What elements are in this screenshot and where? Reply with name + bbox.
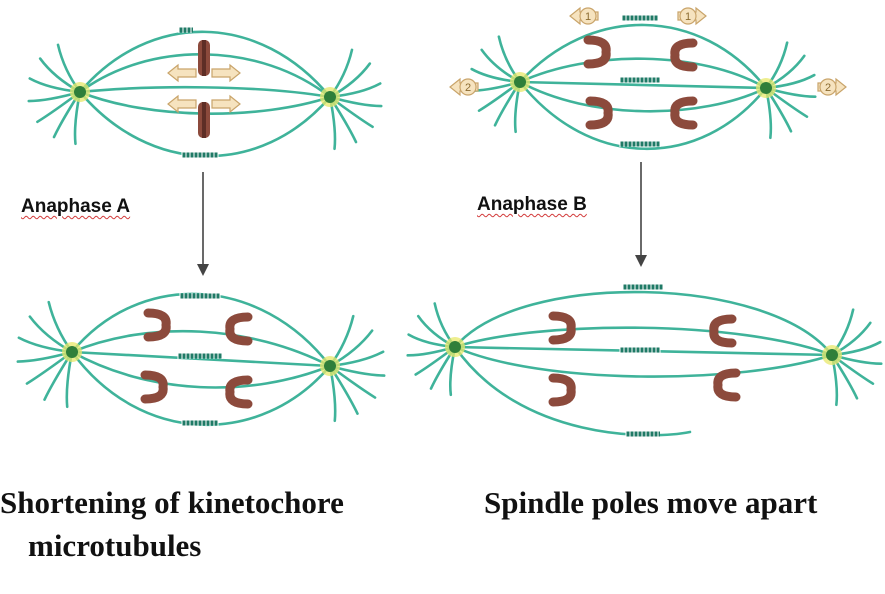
anaphase-a-after-spindle bbox=[16, 292, 386, 427]
anaphase-a-label: Anaphase A bbox=[21, 196, 131, 217]
midzone-overlap bbox=[622, 15, 658, 21]
microtubule bbox=[518, 23, 768, 90]
microtubule bbox=[70, 350, 332, 389]
force-marker bbox=[679, 7, 697, 25]
chromosome bbox=[585, 96, 613, 130]
chromosome bbox=[583, 35, 611, 69]
microtubule bbox=[518, 80, 768, 150]
transition-arrowhead-a bbox=[197, 264, 209, 276]
spindle-pole bbox=[514, 76, 526, 88]
microtubule bbox=[453, 290, 834, 357]
spindle-pole bbox=[324, 360, 336, 372]
force-marker bbox=[459, 78, 477, 96]
chromosome bbox=[548, 373, 576, 407]
microtubule bbox=[78, 30, 332, 99]
force-marker-label: 1 bbox=[685, 11, 691, 23]
chromosome bbox=[143, 308, 171, 342]
microtubule bbox=[453, 345, 834, 378]
spindle-pole bbox=[74, 86, 86, 98]
force-arrow bbox=[211, 94, 241, 114]
midzone-overlap bbox=[178, 353, 222, 359]
force-marker-label: 2 bbox=[825, 82, 831, 94]
force-arrow bbox=[167, 94, 197, 114]
microtubule bbox=[453, 326, 834, 357]
force-arrow bbox=[211, 63, 241, 83]
anaphase-b-before-spindle: 1 1 2 2 bbox=[449, 6, 847, 150]
chromosome bbox=[670, 38, 698, 72]
force-marker-label: 2 bbox=[465, 82, 471, 94]
anaphase-b-after-spindle bbox=[406, 284, 883, 437]
chromosome bbox=[225, 375, 253, 409]
left-title-line1: Shortening of kinetochore bbox=[0, 485, 344, 520]
chromosome bbox=[709, 314, 737, 348]
transition-arrowhead-b bbox=[635, 255, 647, 267]
chromosome bbox=[548, 311, 576, 345]
midzone-overlap bbox=[182, 152, 218, 158]
anaphase-b-label: Anaphase B bbox=[477, 194, 587, 215]
right-title: Spindle poles move apart bbox=[484, 485, 818, 520]
spindle-pole bbox=[66, 346, 78, 358]
midzone-overlap bbox=[626, 431, 660, 437]
left-title-line2: microtubules bbox=[28, 528, 202, 563]
chromosome bbox=[713, 368, 741, 402]
force-arrow bbox=[167, 63, 197, 83]
chromosome bbox=[140, 370, 168, 404]
microtubule bbox=[70, 329, 332, 368]
force-marker bbox=[819, 78, 837, 96]
anaphase-a-before-spindle bbox=[27, 27, 383, 158]
spindle-pole bbox=[324, 91, 336, 103]
microtubule bbox=[518, 80, 768, 90]
microtubule bbox=[518, 57, 768, 90]
force-marker-label: 1 bbox=[585, 11, 591, 23]
microtubule bbox=[78, 85, 332, 99]
microtubule bbox=[70, 350, 332, 368]
force-marker bbox=[579, 7, 597, 25]
microtubule bbox=[518, 80, 768, 113]
chromosome bbox=[670, 96, 698, 130]
chromosome bbox=[225, 312, 253, 346]
centromere-line bbox=[202, 102, 206, 138]
spindle-pole bbox=[449, 341, 461, 353]
centromere-line bbox=[202, 40, 206, 76]
microtubule bbox=[453, 345, 692, 437]
midzone-overlap bbox=[179, 27, 193, 33]
spindle-pole bbox=[760, 82, 772, 94]
spindle-pole bbox=[826, 349, 838, 361]
midzone-overlap bbox=[182, 420, 218, 426]
